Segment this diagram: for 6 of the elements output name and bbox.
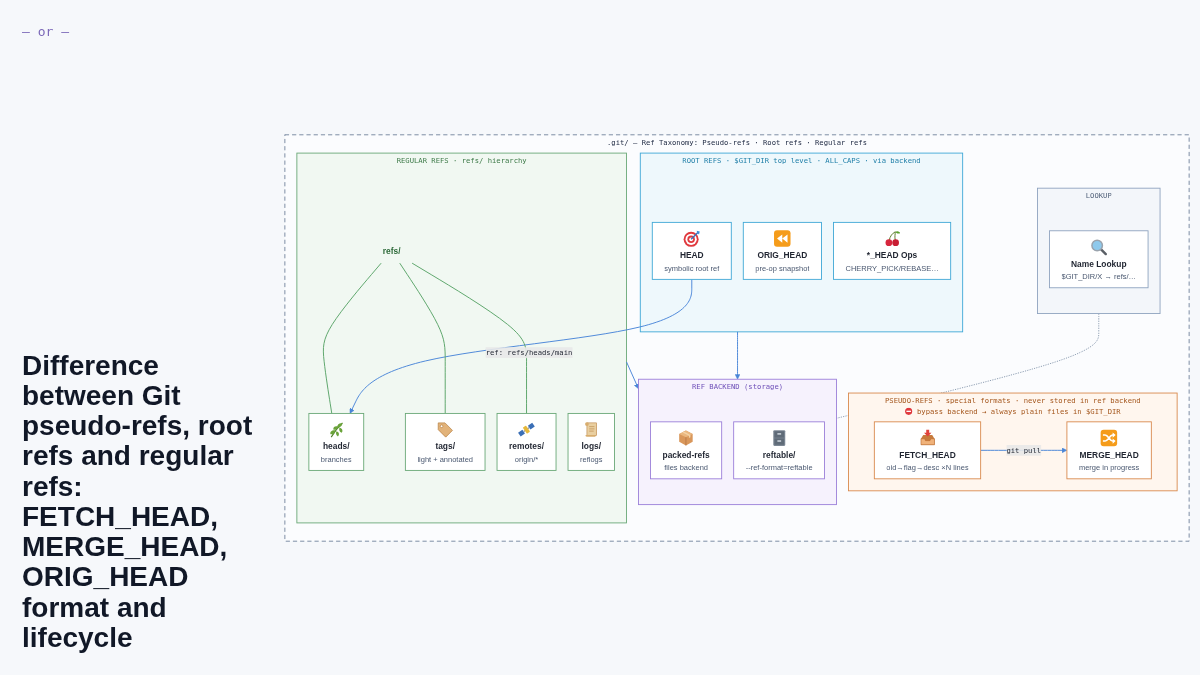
connector [411,262,527,414]
connector [399,262,446,414]
page-title: Difference between Git pseudo-refs, root refs and regular refs: FETCH_HEAD, MERGE_HEAD, ORIG_HEAD format and lifecycle [22,350,254,653]
node-text: refs/ [382,245,401,255]
divider-label: — or — [22,24,69,39]
connector [322,262,382,414]
